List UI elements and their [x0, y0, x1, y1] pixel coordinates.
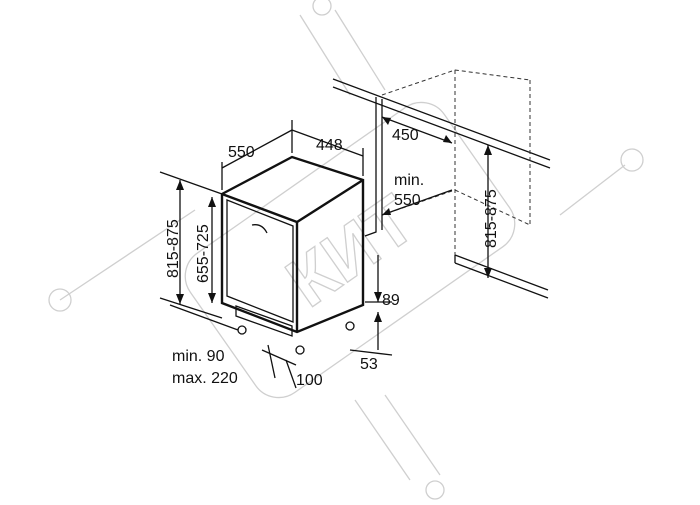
watermark-line-left	[59, 209, 196, 301]
dishwasher	[220, 155, 365, 355]
niche	[364, 69, 549, 299]
watermark-circle-bottom	[425, 480, 445, 500]
label-niche-width: 450	[392, 127, 419, 144]
dim-89-arrow	[374, 292, 382, 302]
dim-450-arrow-left	[382, 117, 391, 125]
countertop-edge-top	[332, 78, 551, 161]
dim-53-arrow	[374, 312, 382, 322]
dim-53-ext	[349, 349, 393, 356]
dim-815-ext-top	[159, 171, 223, 195]
label-width: 448	[316, 137, 343, 154]
label-plinth-max: max. 220	[172, 370, 238, 387]
foot-front-right	[295, 345, 305, 355]
dimension-lines	[159, 116, 492, 389]
dim-plinth-line	[267, 344, 276, 379]
foot-front-left	[237, 325, 247, 335]
countertop-edge-bottom	[332, 86, 551, 169]
niche-dashed-top-back	[381, 69, 531, 96]
niche-floor-line-2	[454, 262, 549, 299]
label-plinth-height: 89	[382, 292, 400, 309]
label-foot-height: 53	[360, 356, 378, 373]
label-niche-depth-value: 550	[394, 192, 421, 209]
label-niche-depth-min: min.	[394, 172, 424, 189]
dishwasher-plinth	[235, 305, 293, 337]
dim-815-arrow-bottom	[176, 294, 184, 304]
label-plinth-min: min. 90	[172, 348, 225, 365]
label-depth: 550	[228, 144, 255, 161]
niche-left-wall	[364, 97, 377, 237]
countertop	[332, 78, 551, 169]
dim-450-line	[381, 116, 453, 144]
dishwasher-outline	[220, 155, 365, 334]
watermark: КИТ	[48, 0, 644, 500]
dimension-labels: 550 448 815-875 655-725 450 min. 550 815…	[165, 127, 500, 389]
watermark-line-bottom-a	[354, 399, 411, 481]
dim-450-arrow-right	[443, 135, 452, 143]
label-height-range: 815-875	[165, 219, 182, 278]
dim-550-line	[221, 129, 293, 169]
dim-815-arrow-top	[176, 180, 184, 190]
label-plinth-offset: 100	[296, 372, 323, 389]
door-handle-icon	[251, 224, 268, 234]
watermark-line-top-b	[334, 9, 386, 91]
dim-plinth-ext-b	[261, 349, 297, 366]
dim-min550-line	[381, 189, 453, 216]
label-niche-height: 815-875	[483, 189, 500, 248]
dim-plinth-ext-a	[169, 304, 239, 331]
niche-floor-line	[454, 254, 549, 291]
dim-655-arrow-bottom	[208, 293, 216, 303]
watermark-circle-right	[620, 148, 644, 172]
dishwasher-door	[226, 199, 294, 323]
dim-448-line	[291, 129, 364, 157]
watermark-line-bottom-b	[384, 394, 441, 476]
watermark-line-right	[559, 164, 626, 216]
watermark-circle-top	[312, 0, 332, 16]
dim-min550-arrow	[382, 208, 391, 215]
watermark-frame	[184, 101, 516, 399]
label-door-height: 655-725	[195, 224, 212, 283]
foot-back-right	[345, 321, 355, 331]
dim-niche-height-arrow-top	[484, 145, 492, 155]
dim-655-arrow-top	[208, 197, 216, 207]
dim-100-line	[285, 359, 297, 389]
watermark-circle-left	[48, 288, 72, 312]
dim-niche-height-arrow-bottom	[484, 268, 492, 278]
dim-815-ext-bottom	[159, 297, 223, 319]
